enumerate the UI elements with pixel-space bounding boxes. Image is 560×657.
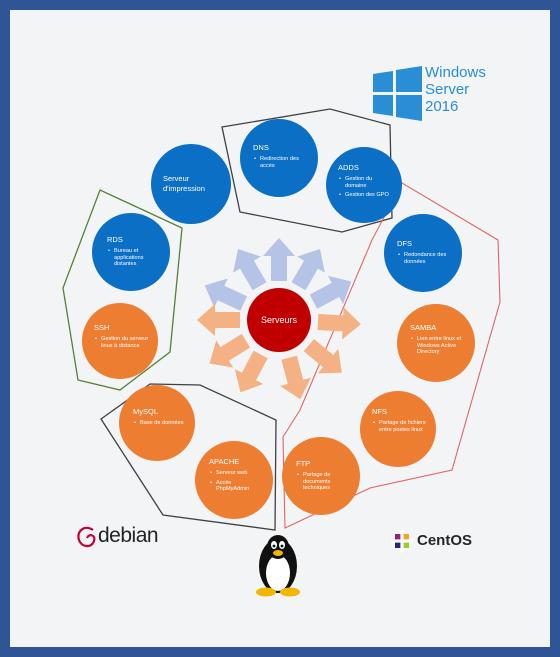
- arrow-to-nfs: [303, 338, 342, 374]
- group-outline-centos: [282, 182, 501, 529]
- arrow-to-samba: [317, 307, 361, 340]
- arrow-up-right: [291, 248, 325, 291]
- node-bullets: Gestion du domaine Gestion des GPO: [338, 176, 389, 202]
- node-title: Serveur d'impression: [163, 174, 205, 193]
- arrow-up: [263, 238, 295, 281]
- node-bullets: Serveur web Accès PhpMyAdmin: [209, 470, 266, 496]
- node-title: SSH: [94, 323, 110, 332]
- node-nfs: NFS Partage de fichiers entre postes lin…: [360, 391, 436, 467]
- node-bullets: Lien entre linux et Windows Active Direc…: [410, 336, 471, 359]
- node-title: DFS: [397, 239, 412, 248]
- node-title: SAMBA: [410, 323, 437, 332]
- arrow-to-mysql: [209, 333, 251, 368]
- debian-logo-text: debian: [98, 524, 159, 547]
- windows-logo-line2: Server: [425, 81, 470, 98]
- center-node-servers: Serveurs: [247, 288, 311, 352]
- centos-logo-icon: [391, 530, 413, 552]
- node-samba: SAMBA Lien entre linux et Windows Active…: [397, 304, 475, 382]
- bullet-item: Lien entre linux et Windows Active Direc…: [411, 336, 471, 356]
- bullet-item: Gestion des GPO: [339, 192, 389, 199]
- node-rds: RDS Bureau et applications distantes: [92, 213, 170, 291]
- node-print-server: Serveur d'impression: [151, 144, 231, 224]
- node-bullets: Partage de documents techniques: [296, 472, 353, 495]
- node-bullets: Gestion du serveur linux à distance: [94, 336, 151, 352]
- node-dfs: DFS Redondance des données: [384, 214, 462, 292]
- node-dns: DNS Redirection des accès: [240, 119, 318, 197]
- node-title: ADDS: [338, 163, 359, 172]
- windows-server-logo-text: Windows Server 2016: [425, 64, 486, 115]
- arrow-to-ssh: [197, 304, 240, 336]
- node-ftp: FTP Partage de documents techniques: [282, 437, 360, 515]
- tux-penguin-icon: [256, 535, 300, 597]
- group-outline-windows-dns: [221, 108, 393, 233]
- bullet-item: Redondance des données: [398, 252, 456, 265]
- node-bullets: Redirection des accès: [253, 156, 308, 172]
- arrow-to-ftp: [280, 355, 312, 400]
- bullet-item: Base de données: [134, 420, 186, 427]
- bullet-item: Serveur web: [210, 470, 266, 477]
- windows-logo-line1: Windows: [425, 64, 486, 81]
- centos-logo-text: CentOS: [417, 532, 473, 549]
- node-title: RDS: [107, 235, 123, 244]
- windows-logo-line3: 2016: [425, 98, 459, 115]
- bullet-item: Gestion du serveur linux à distance: [95, 336, 151, 349]
- group-outline-debian: [100, 383, 277, 531]
- node-bullets: Partage de fichiers entre postes linux: [372, 420, 429, 436]
- bullet-item: Partage de documents techniques: [297, 472, 353, 492]
- group-outline-rds-ssh: [62, 189, 183, 391]
- bullet-item: Redirection des accès: [254, 156, 308, 169]
- node-adds: ADDS Gestion du domaine Gestion des GPO: [326, 147, 402, 223]
- node-ssh: SSH Gestion du serveur linux à distance: [82, 303, 158, 379]
- node-mysql: MySQL Base de données: [119, 385, 195, 461]
- center-node-label: Serveurs: [260, 315, 297, 325]
- bullet-item: Accès PhpMyAdmin: [210, 480, 266, 493]
- bullet-item: Partage de fichiers entre postes linux: [373, 420, 429, 433]
- node-title: MySQL: [133, 407, 159, 416]
- debian-swirl-icon: [77, 526, 96, 548]
- arrow-to-apache: [234, 350, 268, 393]
- node-bullets: Redondance des données: [397, 252, 456, 268]
- arrow-left: [204, 278, 248, 311]
- arrow-up-left: [233, 248, 267, 291]
- node-title: DNS: [253, 143, 269, 152]
- arrows-orange: [197, 304, 361, 400]
- bullet-item: Bureau et applications distantes: [108, 248, 162, 268]
- arrows-blue: [204, 238, 352, 311]
- node-title: NFS: [372, 407, 387, 416]
- arrow-right: [309, 275, 352, 309]
- node-bullets: Base de données: [133, 420, 186, 430]
- node-apache: APACHE Serveur web Accès PhpMyAdmin: [195, 441, 273, 519]
- windows-logo-icon: [373, 66, 422, 121]
- node-bullets: Bureau et applications distantes: [107, 248, 162, 271]
- node-title: APACHE: [209, 457, 240, 466]
- node-title: FTP: [296, 459, 311, 468]
- bullet-item: Gestion du domaine: [339, 176, 389, 189]
